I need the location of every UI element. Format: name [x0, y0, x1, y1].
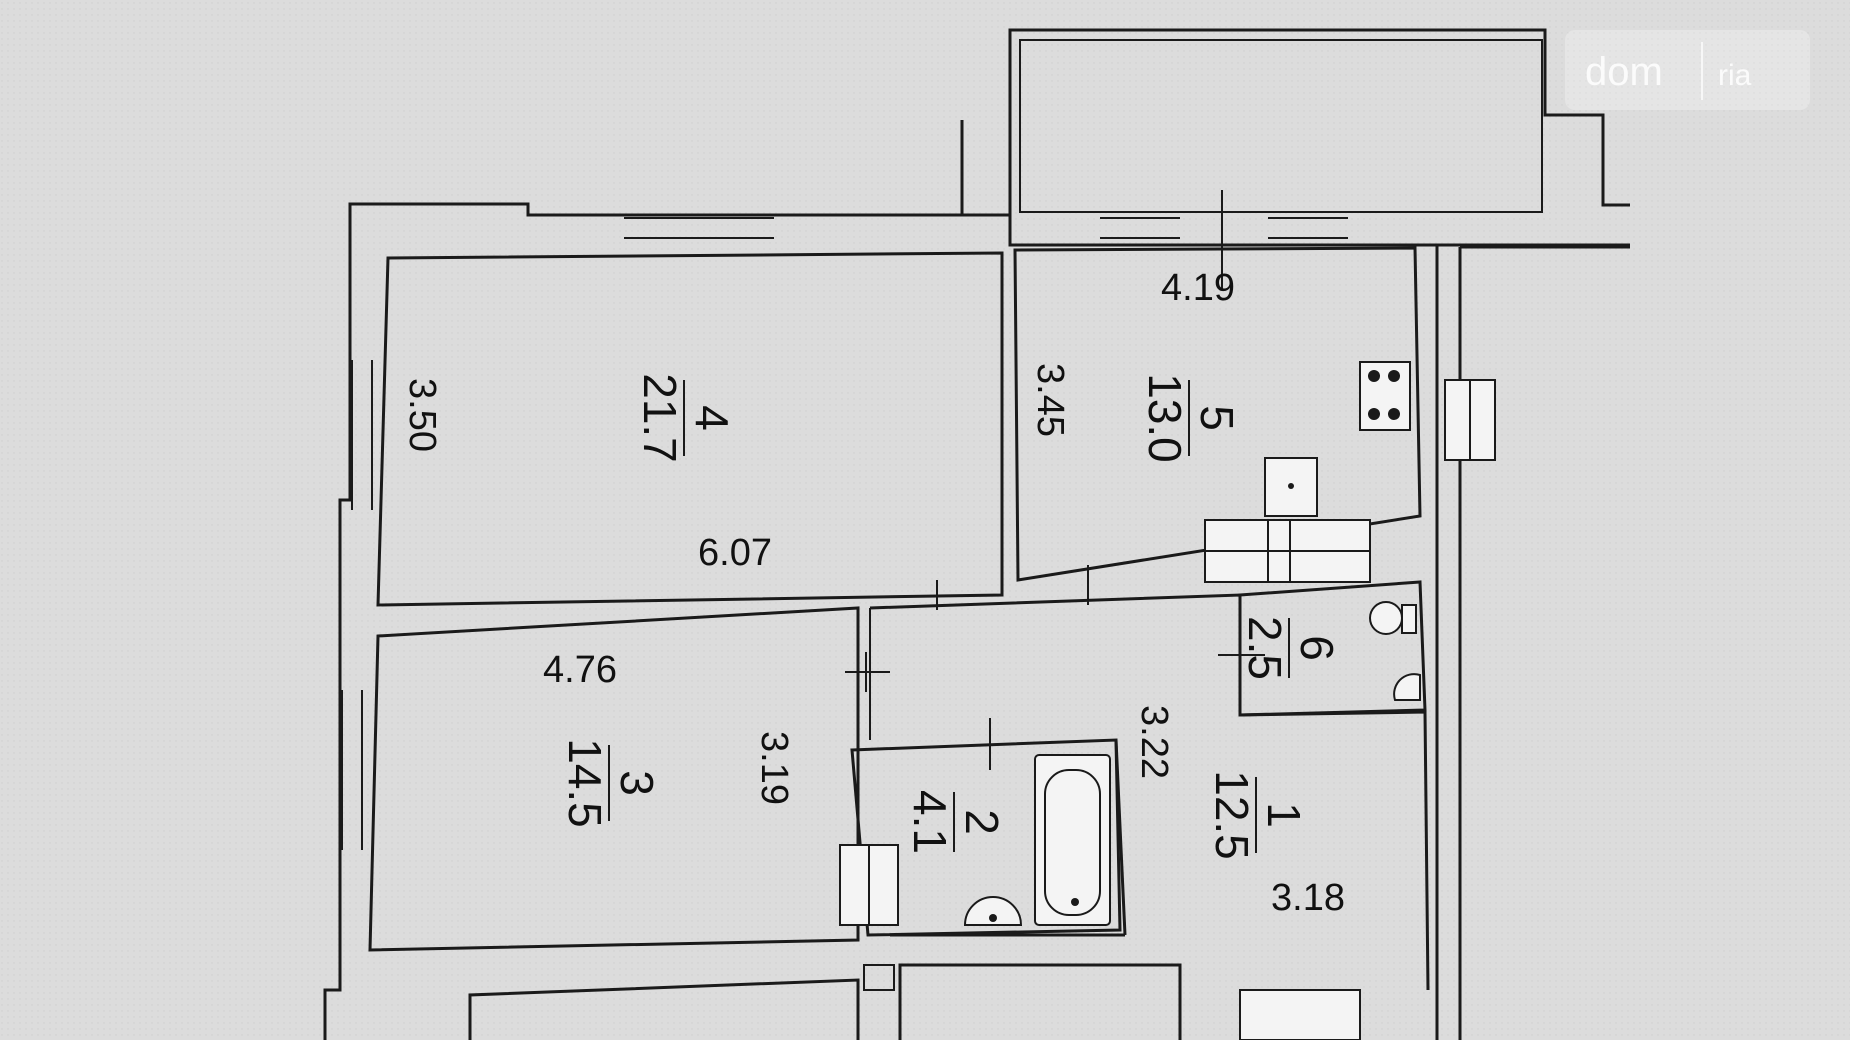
room-2-label: 2 4.1: [904, 790, 1008, 854]
dimension-label: 3.19: [753, 731, 795, 805]
dimension-label: 6.07: [698, 532, 772, 574]
dimension-label: 3.50: [401, 378, 443, 452]
room-4-label: 4 21.7: [634, 373, 738, 463]
room-area: 21.7: [634, 373, 686, 463]
room-2: [839, 718, 1122, 937]
room-3-label: 3 14.5: [559, 738, 663, 828]
room-area: 12.5: [1206, 770, 1258, 860]
dimension-label: 4.76: [543, 649, 617, 691]
toilet-icon: [1369, 601, 1403, 635]
room-4: [351, 217, 1004, 607]
dimension-label: 4.19: [1161, 267, 1235, 309]
room-number: 2: [956, 809, 1008, 835]
balcony: [960, 28, 1630, 217]
room-5: [1013, 190, 1496, 583]
watermark-logo: dom ria: [1565, 30, 1810, 110]
dimension-label: 3.18: [1271, 877, 1345, 919]
room-number: 4: [686, 405, 738, 431]
room-number: 5: [1191, 405, 1243, 431]
room-area: 2.5: [1239, 616, 1291, 680]
room-area: 4.1: [904, 790, 956, 854]
room-6: [1218, 580, 1427, 717]
dimension-label: 3.45: [1029, 363, 1071, 437]
washbasin-icon: [963, 896, 1023, 926]
room-number: 6: [1291, 635, 1343, 661]
room-number: 3: [611, 770, 663, 796]
stove-icon: [1359, 361, 1411, 431]
room-3: [341, 606, 890, 952]
room-6-label: 6 2.5: [1239, 616, 1343, 680]
neighbour-walls: [468, 963, 1182, 1040]
room-number: 1: [1258, 802, 1310, 828]
dimension-label: 3.22: [1133, 705, 1175, 779]
room-area: 13.0: [1139, 373, 1191, 463]
room-area: 14.5: [559, 738, 611, 828]
bathtub-icon: [1034, 754, 1111, 926]
shower-icon: [1393, 673, 1421, 701]
room-1-label: 1 12.5: [1206, 770, 1310, 860]
room-5-label: 5 13.0: [1139, 373, 1243, 463]
watermark-brand: dom: [1585, 50, 1663, 94]
watermark-suffix: ria: [1718, 59, 1752, 92]
